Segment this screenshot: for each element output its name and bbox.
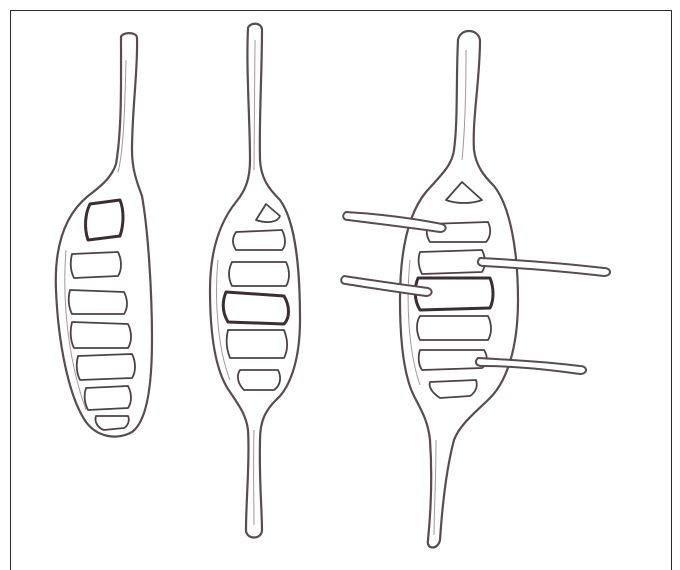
shape-right-cell-7 bbox=[430, 380, 477, 398]
shape-left-cell-2 bbox=[71, 252, 121, 278]
shape-right-cell-5 bbox=[417, 316, 491, 340]
shape-left bbox=[56, 33, 152, 436]
shape-right bbox=[341, 31, 610, 548]
shape-middle-cell-2 bbox=[233, 230, 285, 250]
shape-left-cell-4 bbox=[71, 322, 131, 348]
shape-right-cell-3 bbox=[419, 250, 485, 274]
shape-left-cell-7 bbox=[95, 416, 128, 430]
shape-left-cell-3 bbox=[69, 290, 127, 314]
shape-left-cell-6 bbox=[85, 386, 131, 410]
shape-left-cell-5 bbox=[77, 354, 135, 380]
shape-middle bbox=[210, 24, 300, 538]
shape-middle-cell-5 bbox=[227, 330, 287, 358]
shape-middle-cell-4 bbox=[223, 292, 288, 324]
shape-middle-cell-3 bbox=[229, 262, 289, 286]
shape-middle-cell-6 bbox=[238, 370, 280, 390]
shape-left-cell-1 bbox=[86, 200, 123, 240]
